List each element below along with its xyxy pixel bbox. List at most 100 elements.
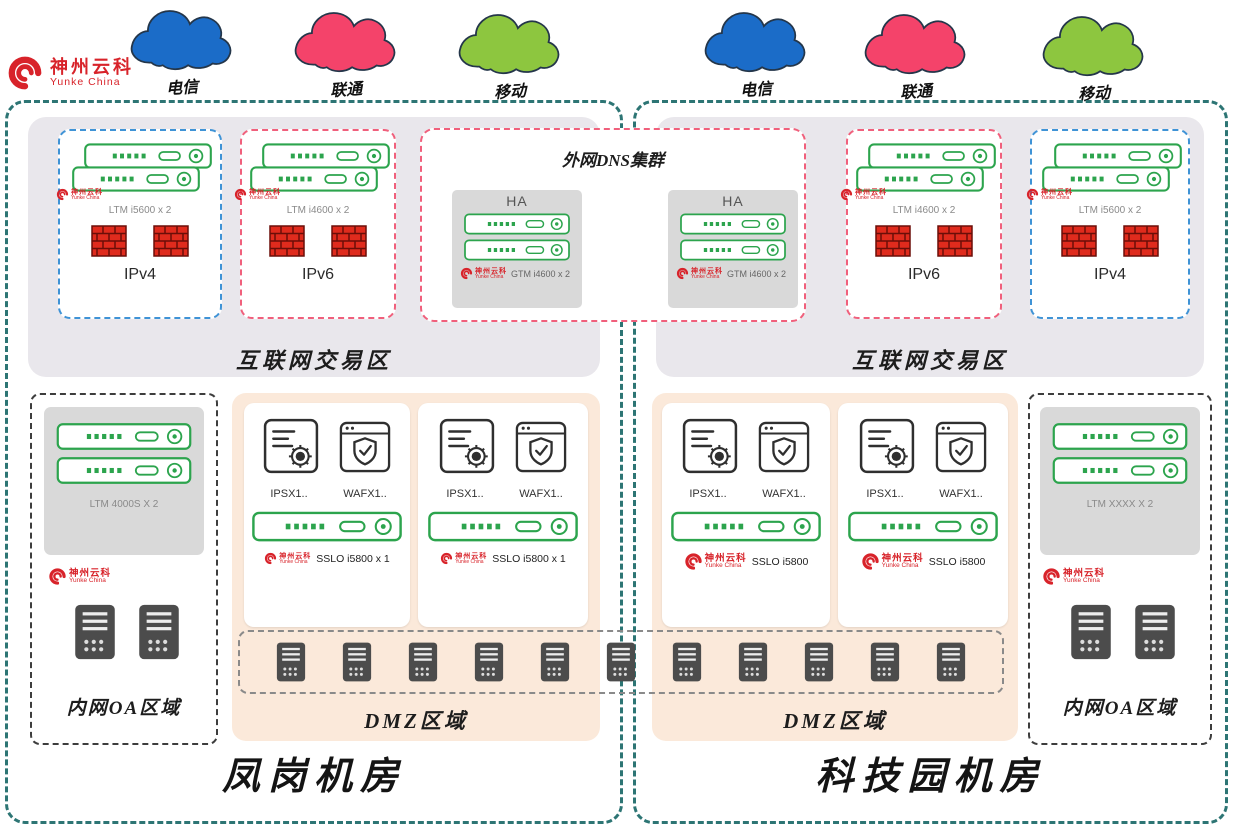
sslo-label: SSLO i5800 x 1	[492, 552, 566, 565]
firewall-icon	[1123, 225, 1159, 257]
cloud-icon	[125, 4, 239, 74]
firewall-pair	[875, 225, 973, 257]
cloud-icon	[859, 8, 973, 78]
isp-telecom-right: 电信	[698, 6, 814, 100]
gtm-appliance-icon	[680, 213, 786, 235]
cloud-icon	[289, 6, 403, 76]
brand-text: 神州云科 Yunke China	[50, 57, 134, 89]
sslo-appliance-icon	[252, 510, 402, 543]
waf-icon	[339, 419, 391, 475]
dmz-server-row	[238, 630, 1004, 694]
ips-label: IPSX1..	[270, 488, 308, 500]
cloud-icon	[1037, 10, 1151, 80]
ltm-appliance-icon	[1051, 423, 1189, 450]
server-icon	[138, 603, 180, 661]
waf-label: WAFX1..	[939, 488, 983, 500]
firewall-icon	[1061, 225, 1097, 257]
waf-label: WAFX1..	[519, 488, 563, 500]
internet-zone-label: 互联网交易区	[851, 348, 1008, 373]
ip-version-label: IPv4	[123, 266, 156, 283]
sslo-appliance-icon	[671, 510, 821, 543]
ips-label: IPSX1..	[689, 488, 727, 500]
cloud-icon	[453, 8, 567, 78]
ips-icon	[439, 417, 495, 475]
ip-version-label: IPv4	[1093, 266, 1126, 283]
ltm-appliance-icon	[55, 423, 193, 450]
firewall-pair	[269, 225, 367, 257]
brand-subtitle: Yunke China	[50, 76, 121, 89]
device-model-label: LTM 4000S X 2	[89, 499, 159, 510]
device-model-label: LTM XXXX X 2	[1086, 499, 1154, 510]
dmz-zone-label: DMZ区域	[783, 709, 887, 733]
security-icons	[263, 417, 391, 475]
device-model-label: LTM i4600 x 2	[286, 205, 350, 216]
brand-swirl-icon	[684, 552, 703, 571]
ips-icon	[263, 417, 319, 475]
server-icon	[738, 641, 768, 683]
firewall-icon	[269, 225, 305, 257]
server-icon	[540, 641, 570, 683]
brand-swirl-icon	[234, 188, 247, 201]
brand-swirl-icon	[861, 552, 880, 571]
ha-label: HA	[506, 193, 528, 209]
cloud-icon	[699, 6, 813, 76]
oa-zone-label: 内网OA区域	[66, 698, 182, 719]
brand-swirl-icon	[48, 567, 67, 586]
brand-swirl-icon	[6, 54, 44, 92]
waf-icon	[758, 419, 810, 475]
gtm-label: GTM i4600 x 2	[727, 268, 787, 279]
firewall-pair	[1061, 225, 1159, 257]
firewall-icon	[937, 225, 973, 257]
gtm-label: GTM i4600 x 2	[511, 268, 571, 279]
security-icons	[859, 417, 987, 475]
security-icons	[682, 417, 810, 475]
isp-unicom-right: 联通	[858, 8, 974, 102]
server-icon	[804, 641, 834, 683]
gtm-appliance-icon	[464, 239, 570, 261]
waf-icon	[515, 419, 567, 475]
dmz-zone-label: DMZ区域	[364, 709, 468, 733]
server-icon	[870, 641, 900, 683]
oa-zone-label: 内网OA区域	[1062, 698, 1178, 719]
firewall-pair	[91, 225, 189, 257]
server-icon	[606, 641, 636, 683]
server-icon	[342, 641, 372, 683]
ltm-panel: LTM 4000S X 2	[44, 407, 204, 555]
brand-swirl-icon	[460, 267, 473, 280]
server-icon	[1134, 603, 1176, 661]
isp-label: 电信	[165, 78, 199, 99]
brand-swirl-icon	[676, 267, 689, 280]
server-icon	[936, 641, 966, 683]
gtm-appliance-icon	[464, 213, 570, 235]
internet-zone-label: 互联网交易区	[235, 348, 392, 373]
sslo-appliance-icon	[848, 510, 998, 543]
device-model-label: LTM i4600 x 2	[892, 205, 956, 216]
ltm-panel: LTM XXXX X 2	[1040, 407, 1200, 555]
